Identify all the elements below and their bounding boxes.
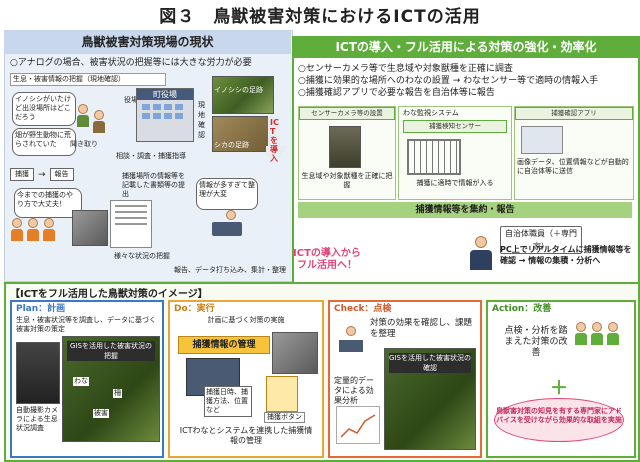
- action-label: Action：改善: [492, 304, 552, 314]
- action-text: 点検・分析を踏まえた対策の改善: [504, 326, 568, 358]
- site-check-label: 現地確認: [198, 101, 205, 139]
- speech-bubble-1: イノシシがいたけど出没場所はどこだろう: [12, 92, 76, 126]
- do-card: Do：実行 計画に基づく対策の実施 捕獲情報の管理 捕獲日時、捕獲方法、位置など…: [168, 300, 324, 458]
- staff-speech-bubble: 情報が多すぎて整理が大変: [196, 178, 258, 210]
- check-quant: 定量的データによる効果分析: [334, 376, 374, 405]
- sensor-camera-box: センサーカメラ等の設置 生息域や対象獣種を正確に把握: [298, 106, 396, 200]
- ict-intro-header: ICTの導入・フル活用による対策の強化・効率化: [292, 36, 640, 58]
- footprint-photo-2: シカの足跡: [212, 116, 274, 152]
- trap-monitor-caption: 捕獲に適時で情報が入る: [416, 179, 494, 187]
- official-label: 自治体職員（＋専門家）: [500, 226, 582, 254]
- plan-card: Plan：計画 生息・被害状況等を調査し、データに基づく被害対策の策定 GISを…: [10, 300, 164, 458]
- survey-label: 生息・被害情報の把握（現地確認）: [10, 73, 166, 86]
- action-card: Action：改善 点検・分析を踏まえた対策の改善 ＋ 鳥獣害対策の知見を有する…: [486, 300, 636, 458]
- current-situation-bullet: ○アナログの場合、被害状況の把握等には大きな労力が必要: [10, 58, 252, 68]
- trap-photo-do: [272, 332, 318, 374]
- mgmt-label: 捕獲情報の管理: [178, 336, 270, 354]
- figure-title: 図３ 鳥獣被害対策におけるICTの活用: [159, 7, 481, 27]
- footprint-photo-1: イノシシの足跡: [212, 76, 274, 114]
- capture-app-title: 捕獲確認アプリ: [515, 107, 633, 120]
- camera-caption: 自動撮影カメラによる生息状況調査: [16, 406, 58, 432]
- capture-button-label: 捕獲ボタン: [264, 412, 305, 423]
- plan-gis-label: GISを活用した被害状況の把握: [67, 341, 155, 361]
- hunter-speech-bubble: 今までの捕獲のやり方で大丈夫！: [14, 188, 82, 218]
- current-situation-header: 鳥獣被害対策現場の現状: [4, 30, 291, 54]
- arrow-right-icon: →: [38, 169, 46, 180]
- trap-monitor-title: わな監視システム: [403, 109, 459, 117]
- office-building-icon: [521, 126, 563, 154]
- entry-caption: 報告、データ打ち込み、集計・整理: [174, 266, 286, 274]
- official-person-icon: [466, 236, 496, 276]
- hearing-label: 聞き取り: [70, 140, 98, 148]
- plan-text: 生息・被害状況等を調査し、データに基づく被害対策の策定: [16, 316, 156, 333]
- ict-bullet-2: ○捕獲に効果的な場所へのわなの設置 → わなセンサー等で適時の情報入手: [298, 76, 599, 86]
- hunter-icon: [10, 218, 24, 241]
- town-hall-label: 町役場: [137, 89, 193, 100]
- report-label: 報告: [49, 168, 74, 181]
- map-label-damage: 被害: [93, 409, 109, 418]
- ict-bullet-1: ○センサーカメラ等で生息域や対象獣種を正確に調査: [298, 64, 513, 74]
- trap-cage-icon: [407, 139, 461, 175]
- plus-icon: ＋: [550, 378, 568, 399]
- official-text: PC上でリアルタイムに捕獲情報等を確認 → 情報の集積・分析へ: [500, 245, 632, 265]
- chart-icon: [340, 414, 376, 438]
- staff-at-pc-icon: [212, 210, 250, 238]
- capture-label: 捕獲: [10, 168, 34, 181]
- capture-app-box: 捕獲確認アプリ 画像データ、位置情報などが自動的に自治体等に送信: [514, 106, 634, 200]
- farmer-icon: [92, 110, 106, 133]
- check-map: GISを活用した被害状況の確認: [384, 348, 476, 450]
- photo-label-2: シカの足跡: [214, 141, 249, 149]
- sensor-camera-title: センサーカメラ等の設置: [299, 107, 395, 120]
- plan-map: GISを活用した被害状況の把握 わな 柵 被害: [62, 336, 160, 442]
- capture-report-flow: 捕獲 → 報告: [10, 168, 74, 181]
- speech-bubble-2: 畑が野生動物に荒らされていた: [12, 128, 76, 156]
- trap-sensor-title: 捕獲検知センサー: [403, 120, 507, 133]
- office-label: 役場: [124, 96, 138, 104]
- survey-caption: 相談・調査・捕獲指導: [116, 152, 186, 160]
- sensor-camera-caption: 生息域や対象獣種を正確に把握: [301, 172, 393, 189]
- camera-photo: [16, 342, 60, 404]
- check-text: 対策の効果を確認し、課題を整理: [370, 318, 473, 339]
- bottom-caption: 様々な状況の把握: [114, 252, 170, 260]
- team-icon: [574, 322, 628, 368]
- check-label: Check：点検: [334, 304, 392, 314]
- check-gis-label: GISを活用した被害状況の確認: [389, 353, 471, 373]
- hunter-icon: [42, 218, 56, 241]
- farmer-icon: [76, 104, 90, 127]
- aggregate-bar: 捕獲情報等を集約・報告: [298, 202, 632, 218]
- do-form: 捕獲日時、捕獲方法、位置など: [204, 386, 252, 417]
- do-caption: ICTわなとシステムを連携した捕獲情報の管理: [179, 426, 313, 445]
- map-label-trap: わな: [73, 377, 89, 386]
- do-text: 計画に基づく対策の実施: [207, 316, 285, 324]
- center-arrow-label: ICTの導入からフル活用へ！: [293, 248, 361, 271]
- trap-monitor-box: わな監視システム 捕獲検知センサー 捕獲に適時で情報が入る: [398, 106, 512, 200]
- arrow-right-icon: [260, 116, 288, 164]
- ict-intro-label: ICTを導入: [270, 118, 279, 163]
- plan-label: Plan：計画: [16, 304, 66, 314]
- documents-icon: [110, 200, 152, 248]
- hunter-icon: [26, 218, 40, 241]
- capture-button-device: [266, 376, 298, 412]
- data-note: 捕獲場所の情報等を記載した書類等の提出: [122, 172, 185, 198]
- pdca-heading: 【ICTをフル活用した鳥獣対策のイメージ】: [10, 289, 208, 300]
- analyst-icon: [336, 326, 366, 360]
- hunters-group: [10, 218, 56, 241]
- trap-photo: [72, 210, 108, 246]
- sensor-camera-icon: [329, 126, 361, 168]
- effect-chart-icon: [336, 406, 380, 444]
- photo-label-1: イノシシの足跡: [214, 86, 263, 94]
- ict-bullet-3: ○捕獲確認アプリで必要な報告を自治体等に報告: [298, 88, 495, 98]
- town-hall-icon: 町役場: [136, 88, 194, 142]
- expert-ellipse: 鳥獣害対策の知見を有する専門家にアドバイスを受けながら効果的な取組を実施: [494, 398, 624, 442]
- map-label-fence: 柵: [113, 389, 122, 398]
- ict-intro-arrow: [260, 116, 288, 196]
- do-label: Do：実行: [174, 304, 215, 314]
- capture-app-caption: 画像データ、位置情報などが自動的に自治体等に送信: [517, 158, 629, 175]
- check-card: Check：点検 対策の効果を確認し、課題を整理 GISを活用した被害状況の確認…: [328, 300, 482, 458]
